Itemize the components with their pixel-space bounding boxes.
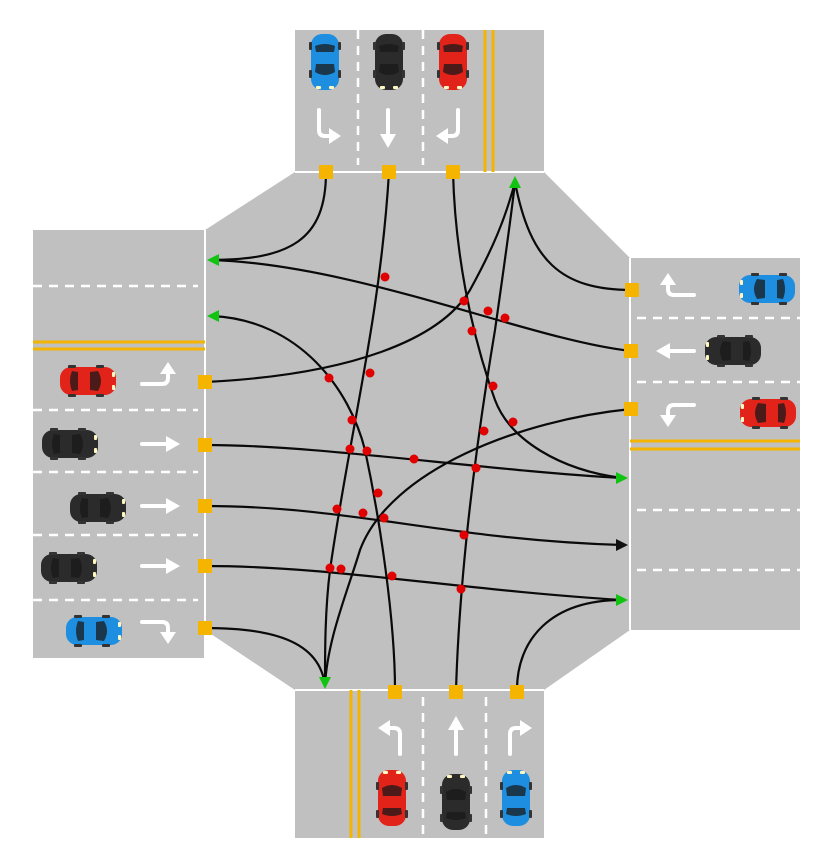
trajectory-path [204,504,623,547]
west-straight-arrow [140,558,180,574]
conflict-dot-icon [467,326,477,336]
conflict-dot-icon [379,513,389,523]
entry-square-icon [198,499,212,513]
entry-square-icon [446,165,460,179]
conflict-dot-icon [332,504,342,514]
conflict-dot-icon [459,530,469,540]
north-red-car [437,34,469,90]
vehicle-trajectories [204,171,633,691]
west-black-car [41,552,97,584]
exit-arrowhead-icon [616,594,628,606]
entry-square-icon [510,685,524,699]
trajectory-path [204,443,623,480]
west-left-turn-arrow [140,362,176,386]
entry-square-icon [198,375,212,389]
west-right-turn-arrow [140,620,176,644]
entry-square-icon [198,621,212,635]
trajectory-path [323,171,391,687]
east-right-turn-arrow [660,273,696,297]
south-black-car [440,774,472,830]
conflict-dot-icon [324,373,334,383]
west-blue-car [66,615,122,647]
west-black-car [42,428,98,460]
entry-square-icon [382,165,396,179]
conflict-dot-icon [373,488,383,498]
conflict-dot-icon [380,272,390,282]
exit-arrowhead-icon [616,539,628,551]
intersection-box [205,172,630,690]
south-right-turn-arrow [508,720,532,756]
south-left-turn-arrow [378,720,402,756]
north-blue-car [309,34,341,90]
east-road [630,258,800,630]
conflict-dot-icon [358,508,368,518]
entry-square-icon [198,438,212,452]
exit-arrowhead-icon [319,677,331,689]
conflict-dot-icon [409,454,419,464]
conflict-dot-icon [488,381,498,391]
trajectory-path [515,598,623,691]
trajectory-path [204,181,517,384]
entry-square-icon [625,283,639,297]
conflict-dot-icon [387,571,397,581]
east-straight-arrow [656,343,696,359]
trajectory-path [513,181,633,292]
trajectory-path [451,171,623,480]
west-straight-arrow [140,436,180,452]
east-blue-car [739,273,795,305]
west-black-car [70,492,126,524]
conflict-dot-icon [345,444,355,454]
entry-square-icon [319,165,333,179]
lane-direction-arrows [140,108,696,756]
north-black-car [373,34,405,90]
west-red-car [60,365,116,397]
trajectory-path [209,171,328,262]
conflict-dot-icon [500,313,510,323]
exit-arrowhead-icon [509,176,521,188]
conflict-dot-icon [347,415,357,425]
entry-square-icon [624,344,638,358]
south-blue-car [500,770,532,826]
conflict-dot-icon [483,306,493,316]
conflict-dot-icon [365,368,375,378]
conflict-points [324,272,518,594]
east-red-car [740,397,796,429]
entry-square-icon [198,559,212,573]
conflict-dot-icon [479,426,489,436]
south-red-car [376,770,408,826]
entry-points [198,165,639,699]
trajectory-path [204,626,327,687]
west-road [33,230,205,658]
south-straight-arrow [448,716,464,756]
entry-square-icon [624,402,638,416]
west-straight-arrow [140,498,180,514]
east-black-car [705,335,761,367]
trajectory-path [211,258,632,353]
conflict-dot-icon [336,564,346,574]
trajectory-path [204,564,623,602]
conflict-dot-icon [459,296,469,306]
north-right-turn-arrow [317,108,341,144]
exit-arrowhead-icon [616,472,628,484]
vehicles [41,34,796,830]
east-left-turn-arrow [660,403,696,427]
conflict-dot-icon [325,563,335,573]
north-straight-arrow [380,108,396,148]
road-surface [33,30,800,838]
entry-square-icon [388,685,402,699]
lane-markings [33,30,800,838]
conflict-dot-icon [362,446,372,456]
exit-arrowhead-icon [207,254,219,266]
conflict-dot-icon [471,463,481,473]
exit-arrowhead-icon [207,310,219,322]
exit-arrowheads [207,176,628,689]
conflict-dot-icon [456,584,466,594]
entry-square-icon [449,685,463,699]
conflict-dot-icon [508,417,518,427]
north-left-turn-arrow [436,108,460,144]
